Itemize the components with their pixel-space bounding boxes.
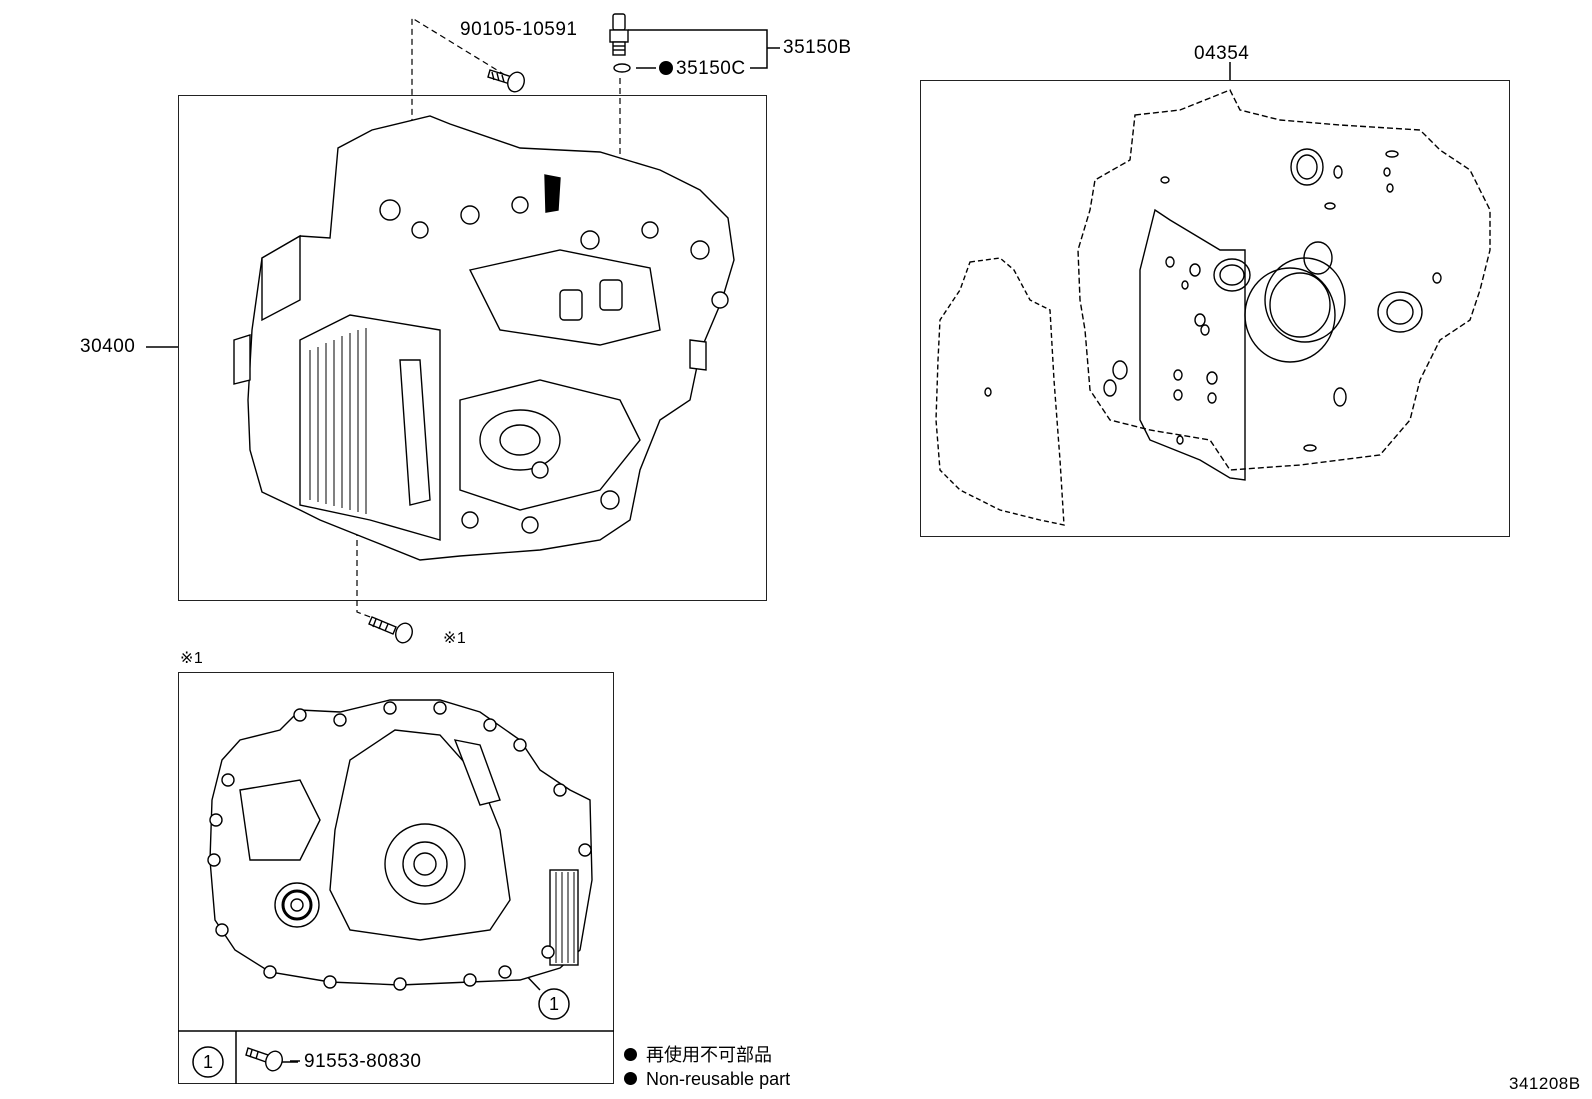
transaxle-housing-view-icon: [207, 699, 593, 991]
non-reusable-dot-icon: [659, 61, 673, 75]
table-circle-icon: [192, 1046, 224, 1078]
legend-en-text: Non-reusable part: [646, 1069, 791, 1089]
sensor-assy-part-number: 35150B: [783, 37, 852, 58]
diagram-id: 341208B: [1509, 1074, 1581, 1093]
legend-english: Non-reusable part: [624, 1070, 790, 1088]
callout-circle-icon: [538, 988, 570, 1020]
table-callout-number: 1: [203, 1052, 214, 1072]
bolt-upper-icon: [487, 69, 525, 93]
bolt-note-ref: ※1: [443, 630, 467, 647]
bolt-upper-part-number: 90105-10591: [460, 19, 578, 40]
bolt-lower-icon: [245, 1047, 283, 1072]
legend-dot-icon: [624, 1071, 637, 1085]
transaxle-assembly-icon: [233, 115, 735, 561]
detail-frame: [178, 672, 614, 1084]
legend-japanese: 再使用不可部品: [624, 1046, 772, 1064]
speed-sensor-icon: [609, 13, 629, 56]
transaxle-part-number: 30400: [80, 336, 136, 357]
detail-note-ref: ※1: [180, 650, 204, 667]
transaxle-frame: [178, 95, 767, 601]
bolt-middle-icon: [368, 616, 413, 644]
oring-part-number: 35150C: [676, 58, 746, 79]
bolt-lower-part-number: 91553-80830: [304, 1051, 422, 1072]
gasket-kit-frame: [920, 80, 1510, 537]
callout-number: 1: [549, 994, 560, 1014]
oring-icon: [613, 63, 631, 73]
legend-jp-text: 再使用不可部品: [646, 1045, 772, 1065]
gasket-kit-part-number: 04354: [1194, 43, 1250, 64]
gasket-kit-icon: [935, 89, 1491, 526]
legend-dot-icon: [624, 1047, 637, 1061]
